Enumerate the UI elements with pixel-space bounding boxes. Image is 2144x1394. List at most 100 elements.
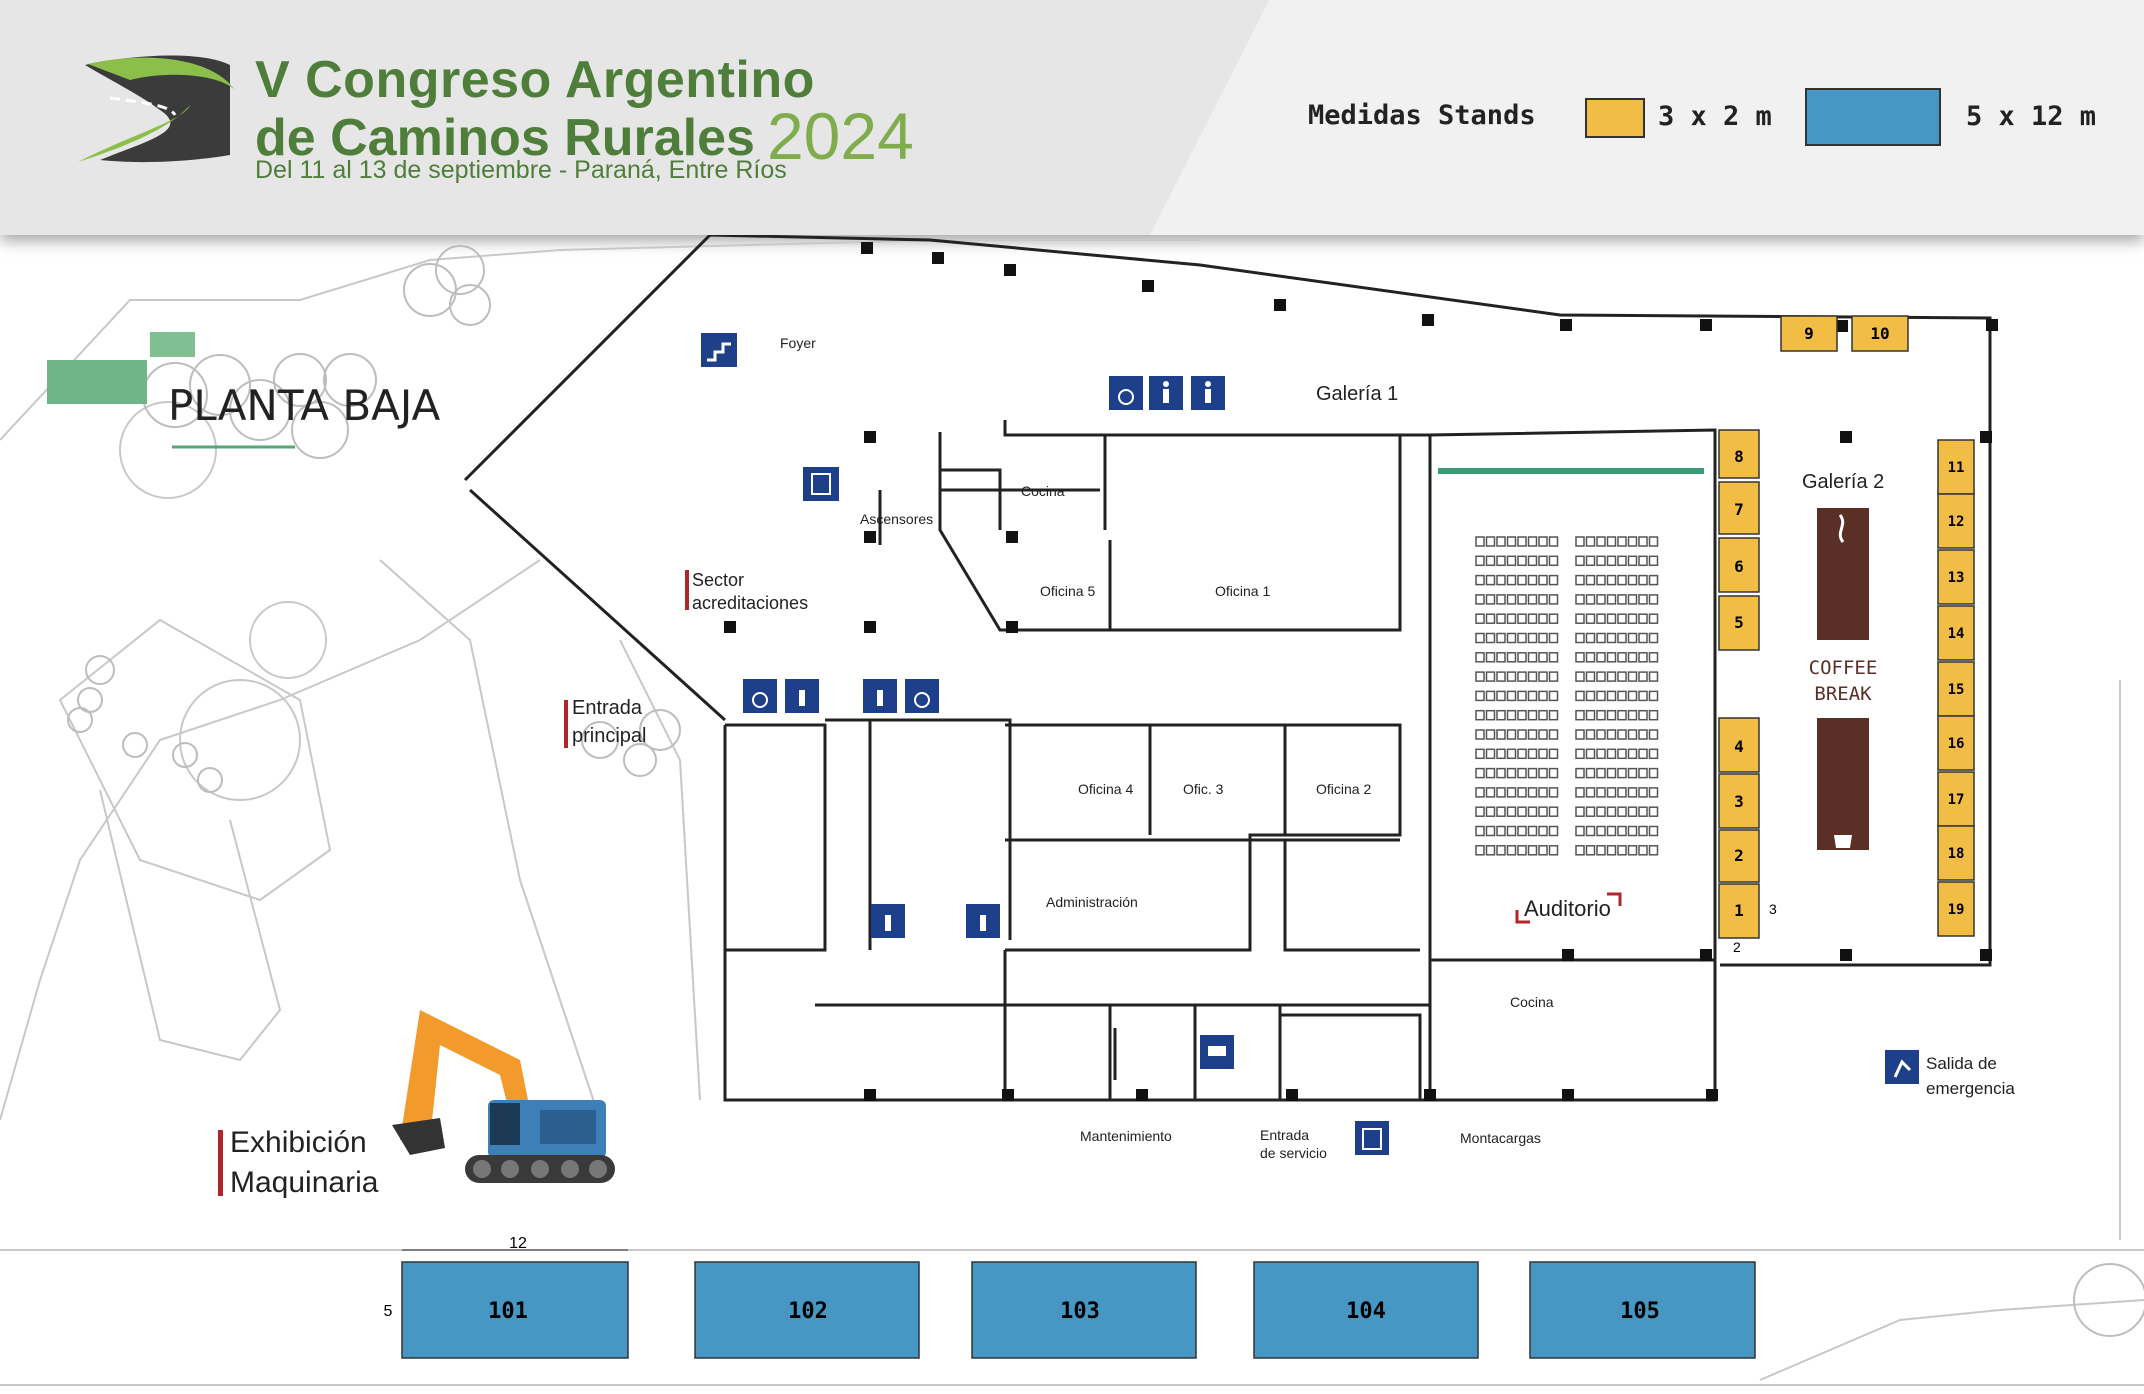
stand-11[interactable]: 11 [1937, 439, 1975, 495]
seat [1506, 555, 1517, 567]
area-ofic3: Ofic. 3 [1183, 781, 1224, 797]
seat [1548, 632, 1559, 644]
column [861, 242, 873, 254]
stand-101[interactable]: 101 [401, 1261, 629, 1359]
stand-5[interactable]: 5 [1718, 595, 1760, 651]
seat [1538, 671, 1548, 682]
column [864, 1089, 876, 1101]
seat [1485, 806, 1496, 817]
stand-2[interactable]: 2 [1718, 829, 1760, 883]
seat [1627, 613, 1638, 624]
seat [1506, 613, 1517, 624]
seat [1575, 709, 1585, 721]
seat [1606, 574, 1617, 586]
seat [1506, 594, 1517, 605]
stand-102[interactable]: 102 [694, 1261, 920, 1359]
seat [1638, 555, 1648, 567]
seat [1496, 709, 1506, 721]
seat [1585, 536, 1596, 547]
area-foyer: Foyer [780, 335, 816, 351]
seat [1648, 671, 1659, 682]
seat [1627, 787, 1638, 798]
seat [1475, 825, 1485, 837]
stand-6[interactable]: 6 [1718, 537, 1760, 593]
stand-12[interactable]: 12 [1937, 493, 1975, 549]
seat [1475, 632, 1485, 644]
seat [1575, 652, 1585, 663]
area-entrada-servicio-line2: de servicio [1260, 1145, 1327, 1161]
column [1560, 319, 1572, 331]
seat [1517, 671, 1527, 682]
seat [1575, 748, 1585, 760]
seat [1475, 574, 1485, 586]
seat [1575, 613, 1585, 624]
seat [1606, 806, 1617, 817]
stand-10[interactable]: 10 [1851, 315, 1909, 352]
floor-plan: 8 7 6 5 4 3 2 1 9 10 11 12 13 14 15 16 1… [0, 235, 2144, 1386]
seat [1517, 613, 1527, 624]
seat [1585, 613, 1596, 624]
column [1562, 949, 1574, 961]
stand-19[interactable]: 19 [1937, 881, 1975, 937]
svg-text:3: 3 [1734, 792, 1744, 811]
legend-large-label: 5 x 12 m [1966, 101, 2097, 132]
seat [1627, 574, 1638, 586]
stand-18[interactable]: 18 [1937, 825, 1975, 881]
column [1700, 949, 1712, 961]
seat [1538, 806, 1548, 817]
stand-104[interactable]: 104 [1253, 1261, 1479, 1359]
seat [1648, 613, 1659, 624]
seat [1475, 613, 1485, 624]
seat [1575, 806, 1585, 817]
seat [1638, 709, 1648, 721]
seat [1527, 825, 1538, 837]
stand-3[interactable]: 3 [1718, 773, 1760, 829]
entrada-marker [564, 700, 568, 748]
stand-1[interactable]: 1 [1718, 883, 1760, 939]
seat [1485, 574, 1496, 586]
area-coffee-line2: BREAK [1814, 683, 1872, 705]
columns [724, 242, 1998, 1101]
area-galeria2: Galería 2 [1802, 471, 1884, 493]
seat [1596, 806, 1606, 817]
stand-15[interactable]: 15 [1937, 661, 1975, 717]
seat [1485, 729, 1496, 740]
seat [1596, 787, 1606, 798]
area-entrada-line1: Entrada [572, 697, 643, 719]
seat [1506, 845, 1517, 856]
svg-text:17: 17 [1948, 792, 1965, 808]
stand-7[interactable]: 7 [1718, 481, 1760, 535]
area-montacargas: Montacargas [1460, 1130, 1541, 1146]
seat [1638, 671, 1648, 682]
column [1136, 1089, 1148, 1101]
area-salida-line1: Salida de [1926, 1054, 1997, 1073]
column [864, 531, 876, 543]
seat [1596, 729, 1606, 740]
stand-16[interactable]: 16 [1937, 715, 1975, 771]
sector-marker [685, 570, 689, 610]
seat [1517, 632, 1527, 644]
restroom-woman-icon [785, 679, 819, 713]
stand-4[interactable]: 4 [1718, 717, 1760, 773]
column [864, 621, 876, 633]
stand-103[interactable]: 103 [971, 1261, 1197, 1359]
seat [1648, 825, 1659, 837]
seat [1606, 787, 1617, 798]
svg-text:14: 14 [1948, 626, 1965, 642]
stand-105[interactable]: 105 [1529, 1261, 1756, 1359]
stand-8[interactable]: 8 [1718, 429, 1760, 479]
seat [1548, 574, 1559, 586]
svg-text:6: 6 [1734, 557, 1744, 576]
dimension-depth: 5 [384, 1303, 393, 1320]
seat [1596, 690, 1606, 702]
area-mantenimiento: Mantenimiento [1080, 1128, 1172, 1144]
seat [1475, 652, 1485, 663]
stand-9[interactable]: 9 [1780, 315, 1838, 352]
stand-14[interactable]: 14 [1937, 605, 1975, 661]
stand-13[interactable]: 13 [1937, 549, 1975, 605]
seat [1617, 632, 1627, 644]
svg-text:10: 10 [1870, 324, 1889, 343]
congress-title-line1: V Congreso Argentino [255, 51, 815, 109]
seat [1475, 709, 1485, 721]
stand-17[interactable]: 17 [1937, 771, 1975, 827]
